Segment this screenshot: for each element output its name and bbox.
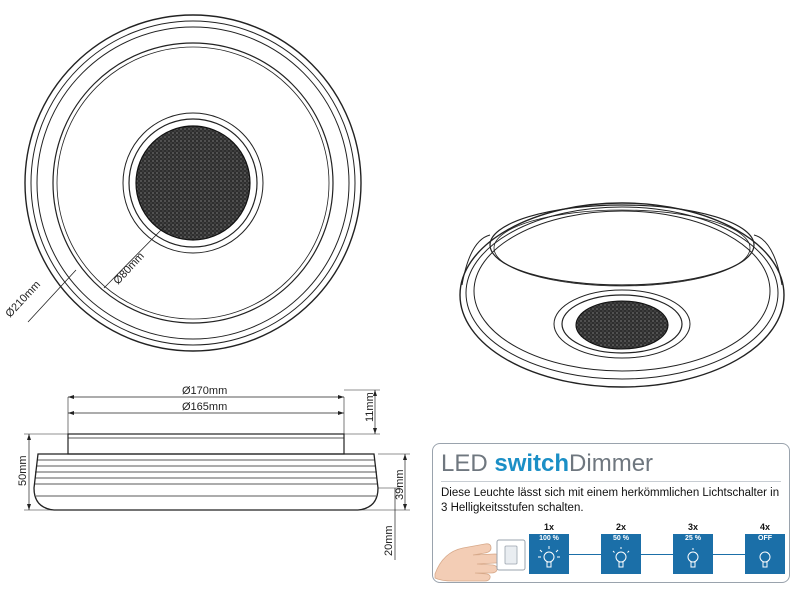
step-box: 100 % bbox=[529, 534, 569, 574]
body-height-label: 39mm bbox=[394, 469, 406, 500]
inner-diameter-label: Ø80mm bbox=[111, 250, 146, 287]
title-led: LED bbox=[441, 450, 495, 477]
switch-dimmer-panel: LED switchDimmer Diese Leuchte lässt sic… bbox=[432, 443, 790, 583]
step-count: 1x bbox=[543, 522, 554, 532]
side-view-arrows bbox=[27, 390, 407, 510]
step-count: 4x bbox=[759, 522, 770, 532]
perspective-view bbox=[459, 202, 785, 388]
step-count: 2x bbox=[615, 522, 626, 532]
base-height-label: 20mm bbox=[383, 525, 395, 556]
side-view bbox=[24, 389, 410, 560]
bulb-medium-icon bbox=[612, 547, 630, 568]
step-3: 3x 25 % bbox=[673, 522, 713, 578]
step-box: OFF bbox=[745, 534, 785, 574]
title-switch: switch bbox=[494, 450, 570, 477]
step-level: OFF bbox=[758, 535, 772, 542]
panel-divider bbox=[441, 481, 781, 482]
step-2: 2x 50 % bbox=[601, 522, 641, 578]
brightness-steps: 1x 100 % 2x 50 % bbox=[529, 522, 787, 580]
step-1: 1x 100 % bbox=[529, 522, 569, 578]
top-width-label: Ø170mm bbox=[182, 385, 227, 397]
total-height-label: 50mm bbox=[17, 455, 29, 486]
panel-description: Diese Leuchte lässt sich mit einem herkö… bbox=[441, 487, 780, 514]
step-box: 25 % bbox=[673, 534, 713, 574]
step-4: 4x OFF bbox=[745, 522, 785, 578]
inner-width-label: Ø165mm bbox=[182, 401, 227, 413]
title-dimmer: Dimmer bbox=[569, 450, 654, 477]
bulb-off-icon bbox=[759, 551, 771, 568]
outer-diameter-label: Ø210mm bbox=[3, 279, 43, 320]
step-level: 25 % bbox=[685, 535, 701, 542]
step-level: 50 % bbox=[613, 535, 629, 542]
bulb-bright-icon bbox=[538, 546, 560, 568]
bulb-low-icon bbox=[687, 548, 699, 568]
step-level: 100 % bbox=[539, 535, 559, 542]
top-height-label: 11mm bbox=[364, 392, 376, 422]
step-count: 3x bbox=[687, 522, 698, 532]
step-box: 50 % bbox=[601, 534, 641, 574]
steps-connector bbox=[569, 554, 747, 555]
panel-title: LED switchDimmer bbox=[441, 450, 653, 478]
hand-switch-icon bbox=[434, 539, 526, 582]
top-view bbox=[24, 14, 362, 352]
